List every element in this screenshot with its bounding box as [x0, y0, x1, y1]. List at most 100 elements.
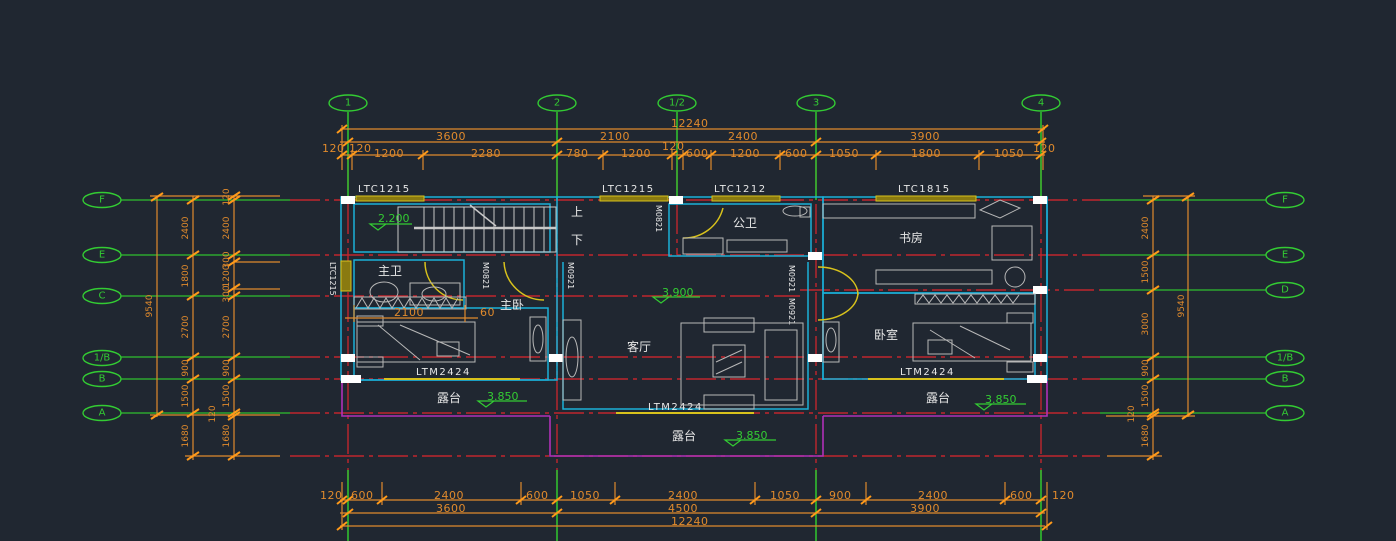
public-bath-wall [668, 203, 812, 257]
window-ltc1815[interactable] [875, 195, 977, 202]
wardrobe-dim-width: 2100 [394, 306, 424, 319]
top-dimension-lines [340, 125, 1045, 170]
left-dim-inner-7: 900 [222, 359, 232, 376]
window-ltc1212[interactable] [711, 195, 781, 202]
bottom-dim-detail-6: 2400 [668, 489, 698, 502]
living-sofa-set [680, 317, 804, 410]
window-label-ltc1815: LTC1815 [898, 184, 951, 195]
axis-label-left-E: E [99, 250, 105, 261]
top-dim-detail-5: 780 [566, 147, 589, 160]
terrace-center-outline [549, 416, 824, 457]
wall-living-left [562, 262, 809, 410]
axis-bubble-left-C[interactable] [82, 287, 122, 305]
columns [341, 196, 1047, 383]
axis-bubble-right-1B[interactable] [1265, 349, 1305, 367]
axis-label-right-1B: 1/B [1277, 353, 1294, 364]
left-dim-inner-8: 1500 [222, 384, 232, 407]
wardrobe-master [353, 296, 467, 310]
axis-bubble-2[interactable] [537, 94, 577, 112]
right-dim-inner-3: 3000 [1141, 312, 1151, 335]
axis-bubble-left-1B[interactable] [82, 349, 122, 367]
room-label-master-bath: 主卫 [378, 264, 402, 278]
wardrobe-dimension [345, 305, 478, 322]
public-bath-fixtures [682, 205, 811, 255]
door-label-m0821-2: M0821 [654, 205, 663, 232]
bottom-dim-detail-10: 600 [1010, 489, 1033, 502]
top-dim-bay-1: 3600 [436, 130, 466, 143]
axis-bubble-1-2[interactable] [657, 94, 697, 112]
axis-bubbles-left [82, 191, 122, 422]
door-label-m0921-1: M0921 [566, 262, 575, 289]
right-dim-inner-6: 120 [1127, 405, 1137, 422]
axis-bubble-4[interactable] [1021, 94, 1061, 112]
door-swing-bedroom[interactable] [817, 292, 859, 321]
bottom-dim-total: 12240 [671, 515, 709, 528]
room-label-public-bath: 公卫 [733, 216, 757, 230]
axis-bubble-left-F[interactable] [82, 191, 122, 209]
room-label-terrace-right: 露台 [926, 390, 950, 405]
axis-bubble-left-A[interactable] [82, 404, 122, 422]
bed-master [356, 315, 476, 368]
elevation-floor: 3.900 [662, 286, 694, 299]
window-ltc1215-1[interactable] [355, 195, 425, 202]
axis-label-right-B: B [1282, 374, 1289, 385]
axis-bubble-left-B[interactable] [82, 370, 122, 388]
top-dim-detail-8: 600 [686, 147, 709, 160]
top-dim-detail-4: 2280 [471, 147, 501, 160]
bottom-dimension-lines [340, 482, 1048, 530]
window-ltc1215-3[interactable] [340, 260, 352, 292]
left-dim-inner-1: 120 [222, 188, 232, 205]
staircase[interactable] [397, 204, 557, 253]
tv-unit-bedroom [822, 321, 840, 363]
axis-lines-horizontal [121, 199, 1266, 414]
left-dim-total: 9540 [145, 294, 155, 317]
window-label-ltc1215-3: LTC1215 [328, 262, 337, 296]
axis-lines-vertical [347, 112, 1042, 541]
axis-label-left-A: A [99, 408, 106, 419]
bottom-dim-detail-2: 600 [351, 489, 374, 502]
right-dim-inner-7: 1680 [1141, 424, 1151, 447]
top-dim-detail-7: 120 [662, 140, 685, 153]
elevation-terrace-center: 3.850 [736, 429, 768, 442]
door-swing-master-bath[interactable] [424, 261, 464, 301]
axis-label-left-1B: 1/B [94, 353, 111, 364]
axis-bubble-right-D[interactable] [1265, 281, 1305, 299]
bottom-dim-detail-4: 600 [526, 489, 549, 502]
axis-label-left-C: C [99, 291, 106, 302]
left-dim-outer-4: 900 [181, 359, 191, 376]
axis-label-1: 1 [345, 98, 351, 109]
terrace-right-outline [823, 381, 1048, 417]
axis-bubble-1[interactable] [328, 94, 368, 112]
door-label-m0821-1: M0821 [481, 262, 490, 289]
axis-bubble-right-A[interactable] [1265, 404, 1305, 422]
door-swing-master-bedroom[interactable] [503, 261, 545, 301]
axis-label-1-2: 1/2 [669, 98, 685, 109]
left-dimension-ticks [150, 191, 241, 461]
left-dim-outer-1: 2400 [181, 216, 191, 239]
tv-unit-master [529, 316, 547, 362]
top-dim-bay-2: 2100 [600, 130, 630, 143]
axis-bubble-left-E[interactable] [82, 246, 122, 264]
window-label-ltc1215-2: LTC1215 [602, 184, 655, 195]
axis-label-4: 4 [1038, 98, 1044, 109]
stair-up-label: 上 [571, 205, 583, 219]
window-label-ltc1215-1: LTC1215 [358, 184, 411, 195]
door-swing-study[interactable] [817, 266, 859, 296]
top-dim-detail-6: 1200 [621, 147, 651, 160]
top-dim-detail-1: 120 [322, 142, 345, 155]
window-ltc1215-2[interactable] [599, 195, 669, 202]
axis-bubble-right-B[interactable] [1265, 370, 1305, 388]
axis-label-left-B: B [99, 374, 106, 385]
left-dim-outer-2: 1800 [181, 264, 191, 287]
left-dim-inner-2: 2400 [222, 216, 232, 239]
elevation-marker-floor [651, 296, 700, 304]
axis-bubble-right-F[interactable] [1265, 191, 1305, 209]
elevation-marker-terrace-right [974, 403, 1026, 411]
door-swing-public-bath[interactable] [682, 207, 724, 239]
right-dim-inner-4: 900 [1141, 359, 1151, 376]
axis-bubble-3[interactable] [796, 94, 836, 112]
axis-bubble-right-E[interactable] [1265, 246, 1305, 264]
bottom-dim-detail-8: 900 [829, 489, 852, 502]
sliding-door-label-right: LTM2424 [900, 367, 955, 378]
left-dim-inner-10: 1680 [222, 424, 232, 447]
